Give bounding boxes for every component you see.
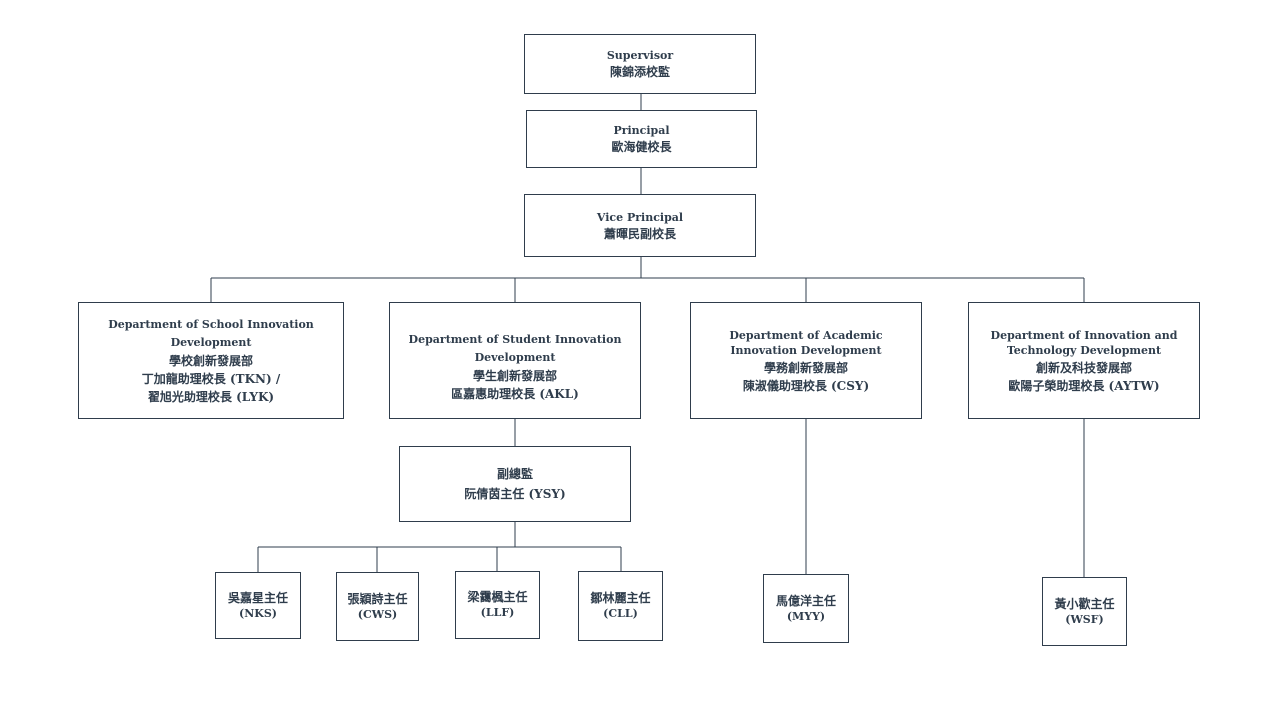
innovation-technology-dept-box: Department of Innovation and Technology … — [968, 302, 1200, 419]
staff-cws-code: (CWS) — [357, 607, 398, 621]
supervisor-box: Supervisor 陳錦添校監 — [524, 34, 756, 94]
vice-principal-title: Vice Principal — [596, 210, 684, 224]
school-dept-head-1: 丁加龍助理校長 (TKN) / — [141, 371, 281, 386]
tech-dept-title: Department of Innovation and Technology … — [990, 328, 1178, 357]
deputy-director-box: 副總監 阮倩茵主任 (YSY) — [399, 446, 631, 522]
deputy-name: 阮倩茵主任 (YSY) — [464, 487, 566, 501]
tech-dept-unit: 創新及科技發展部 — [1035, 360, 1132, 375]
school-dept-head-2: 翟旭光助理校長 (LYK) — [147, 389, 275, 404]
staff-box-myy: 馬億洋主任 (MYY) — [763, 574, 849, 643]
principal-title: Principal — [613, 124, 670, 137]
academic-dept-title: Department of Academic Innovation Develo… — [729, 328, 883, 357]
staff-myy-name: 馬億洋主任 — [775, 593, 836, 608]
staff-cws-name: 張穎詩主任 — [347, 591, 408, 606]
staff-myy-code: (MYY) — [786, 609, 826, 623]
staff-llf-name: 梁靄楓主任 — [467, 590, 528, 604]
deputy-title: 副總監 — [496, 467, 533, 481]
staff-nks-code: (NKS) — [239, 606, 277, 620]
principal-box: Principal 歐海健校長 — [526, 110, 757, 168]
student-dept-title: Department of Student Innovation Develop… — [408, 333, 622, 364]
supervisor-name: 陳錦添校監 — [609, 65, 670, 79]
supervisor-title: Supervisor — [606, 49, 674, 62]
staff-box-nks: 吳嘉星主任 (NKS) — [215, 572, 301, 639]
vice-principal-name: 蕭暉民副校長 — [603, 226, 676, 241]
academic-dept-head: 陳淑儀助理校長 (CSY) — [742, 378, 870, 393]
staff-box-cll: 鄒林麗主任 (CLL) — [578, 571, 663, 641]
staff-cll-name: 鄒林麗主任 — [590, 591, 651, 605]
student-dept-unit: 學生創新發展部 — [472, 369, 557, 383]
vice-principal-box: Vice Principal 蕭暉民副校長 — [524, 194, 756, 257]
staff-box-llf: 梁靄楓主任 (LLF) — [455, 571, 540, 639]
tech-dept-head: 歐陽子榮助理校長 (AYTW) — [1008, 378, 1160, 393]
academic-dept-unit: 學務創新發展部 — [763, 360, 848, 375]
staff-llf-code: (LLF) — [480, 606, 515, 619]
staff-nks-name: 吳嘉星主任 — [227, 590, 288, 605]
principal-name: 歐海健校長 — [611, 140, 672, 154]
school-dept-unit: 學校創新發展部 — [168, 353, 253, 368]
staff-cll-code: (CLL) — [603, 607, 638, 620]
staff-box-wsf: 黃小歡主任 (WSF) — [1042, 577, 1127, 646]
staff-box-cws: 張穎詩主任 (CWS) — [336, 572, 419, 641]
staff-wsf-code: (WSF) — [1065, 612, 1104, 626]
staff-wsf-name: 黃小歡主任 — [1054, 596, 1115, 611]
student-innovation-dept-box: Department of Student Innovation Develop… — [389, 302, 641, 419]
academic-innovation-dept-box: Department of Academic Innovation Develo… — [690, 302, 922, 419]
school-dept-title: Department of School Innovation Developm… — [108, 317, 314, 349]
school-innovation-dept-box: Department of School Innovation Developm… — [78, 302, 344, 419]
student-dept-head: 區嘉惠助理校長 (AKL) — [451, 387, 579, 401]
